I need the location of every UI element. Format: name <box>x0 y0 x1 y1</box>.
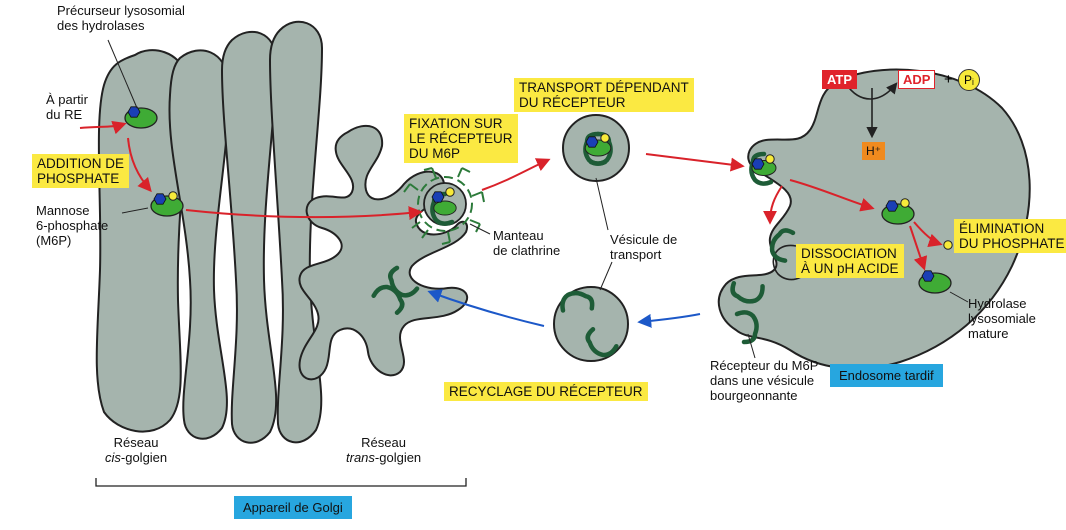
vesicle-leader-bottom <box>600 262 612 290</box>
arrow-recycle-1 <box>640 314 700 322</box>
step-recycling: RECYCLAGE DU RÉCEPTEUR <box>444 382 648 401</box>
golgi-cisterna-3 <box>222 32 276 443</box>
trans-network-label: Réseau trans-golgien <box>346 435 421 465</box>
adp-box: ADP <box>898 70 935 89</box>
endosome-label: Endosome tardif <box>830 364 943 387</box>
m6p-hexagon-5 <box>886 201 898 211</box>
trans-golgi-network <box>299 126 467 379</box>
phosphate-dot-2 <box>601 134 609 142</box>
m6p-hexagon-2 <box>154 194 166 204</box>
atp-box: ATP <box>822 70 857 89</box>
m6p-hexagon-6 <box>922 271 934 281</box>
golgi-bracket <box>96 478 466 486</box>
plus-sign: + <box>944 71 953 88</box>
phosphate-dot-3 <box>766 155 774 163</box>
proton-box: H⁺ <box>862 142 885 160</box>
m6p-hexagon-4 <box>752 159 764 169</box>
m6p-hexagon-1 <box>128 107 140 117</box>
inorganic-phosphate: Pᵢ <box>958 69 980 91</box>
golgi-label: Appareil de Golgi <box>234 496 352 519</box>
phosphate-dot-4 <box>901 199 909 207</box>
m6p-hexagon-3 <box>586 137 598 147</box>
arrow-to-membrane <box>770 186 782 222</box>
free-phosphate <box>944 241 952 249</box>
phosphate-dot-1 <box>169 192 177 200</box>
vesicle-leader-top <box>596 178 608 230</box>
cis-network-label: Réseau cis-golgien <box>105 435 167 465</box>
arrow-to-endosome <box>646 154 742 166</box>
arrow-to-vesicle <box>482 160 548 190</box>
